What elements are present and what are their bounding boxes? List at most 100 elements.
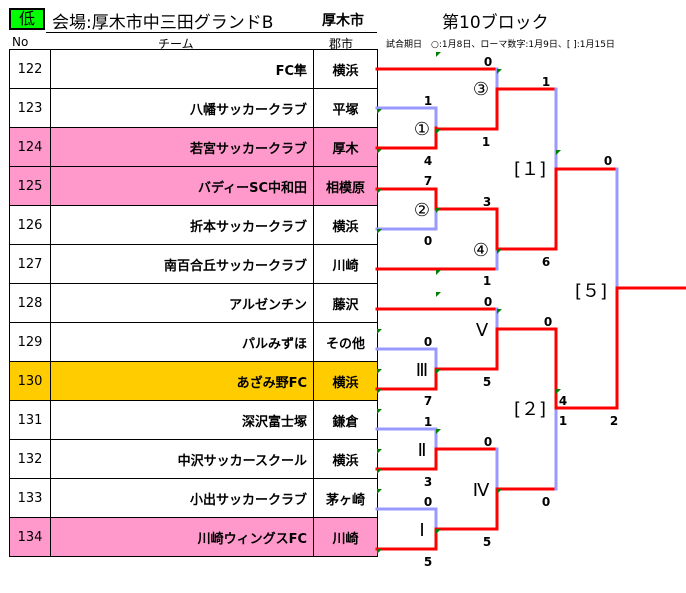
match-label: Ⅲ bbox=[416, 360, 428, 381]
comment-marker-icon bbox=[436, 270, 441, 275]
match-score: 0 bbox=[604, 154, 612, 168]
comment-marker-icon bbox=[377, 489, 382, 494]
match-score: 5 bbox=[483, 535, 491, 549]
match-label: [５] bbox=[575, 281, 607, 302]
comment-marker-icon bbox=[436, 369, 441, 374]
comment-marker-icon bbox=[377, 369, 382, 374]
team-number: 129 bbox=[9, 322, 51, 362]
team-city: 平塚 bbox=[313, 88, 378, 128]
team-name: FC隼 bbox=[50, 49, 314, 89]
match-score: 6 bbox=[542, 255, 550, 269]
match-score: 5 bbox=[483, 375, 491, 389]
match-score: 3 bbox=[424, 475, 432, 489]
team-city: 横浜 bbox=[313, 49, 378, 89]
match-label: Ⅳ bbox=[473, 480, 490, 501]
match-score: 1 bbox=[542, 75, 550, 89]
level-badge: 低 bbox=[9, 8, 45, 30]
match-label: ① bbox=[414, 119, 430, 140]
match-label: Ⅰ bbox=[419, 520, 424, 541]
match-score: 7 bbox=[424, 394, 432, 408]
comment-marker-icon bbox=[436, 529, 441, 534]
match-score: 1 bbox=[424, 94, 432, 108]
match-label: Ⅱ bbox=[418, 440, 427, 461]
comment-marker-icon bbox=[436, 292, 441, 297]
comment-marker-icon bbox=[377, 109, 382, 114]
match-score: 0 bbox=[544, 315, 552, 329]
match-score: 4 bbox=[424, 154, 432, 168]
team-number: 131 bbox=[9, 400, 51, 440]
team-name: あざみ野FC bbox=[50, 361, 314, 401]
col-header-city: 郡市 bbox=[329, 37, 354, 51]
team-city: 横浜 bbox=[313, 205, 378, 245]
team-city: 鎌倉 bbox=[313, 400, 378, 440]
comment-marker-icon bbox=[497, 249, 502, 254]
team-city: 川崎 bbox=[313, 517, 378, 557]
col-header-team: チーム bbox=[158, 37, 194, 51]
team-city: 藤沢 bbox=[313, 283, 378, 323]
comment-marker-icon bbox=[556, 389, 561, 394]
team-number: 132 bbox=[9, 439, 51, 479]
team-city: 厚木 bbox=[313, 127, 378, 167]
comment-marker-icon bbox=[377, 549, 382, 554]
team-name: 川崎ウィングスFC bbox=[50, 517, 314, 557]
comment-marker-icon bbox=[377, 149, 382, 154]
team-number: 122 bbox=[9, 49, 51, 89]
comment-marker-icon bbox=[436, 129, 441, 134]
team-city: 川崎 bbox=[313, 244, 378, 284]
match-score: 0 bbox=[484, 435, 492, 449]
comment-marker-icon bbox=[377, 389, 382, 394]
match-score: 0 bbox=[542, 495, 550, 509]
comment-marker-icon bbox=[497, 69, 502, 74]
venue-city: 厚木市 bbox=[322, 13, 364, 29]
match-score: 0 bbox=[424, 495, 432, 509]
team-number: 127 bbox=[9, 244, 51, 284]
team-name: 小出サッカークラブ bbox=[50, 478, 314, 518]
team-number: 126 bbox=[9, 205, 51, 245]
team-number: 128 bbox=[9, 283, 51, 323]
match-score: 1 bbox=[559, 414, 567, 428]
team-name: 中沢サッカースクール bbox=[50, 439, 314, 479]
comment-marker-icon bbox=[377, 449, 382, 454]
match-score: 2 bbox=[610, 414, 618, 428]
team-number: 123 bbox=[9, 88, 51, 128]
team-number: 130 bbox=[9, 361, 51, 401]
team-number: 124 bbox=[9, 127, 51, 167]
match-score: 1 bbox=[424, 415, 432, 429]
match-score: 1 bbox=[482, 135, 490, 149]
match-label: [２] bbox=[514, 399, 546, 420]
venue-title: 会場:厚木市中三田グランドB bbox=[52, 13, 274, 33]
team-name: 若宮サッカークラブ bbox=[50, 127, 314, 167]
match-score: 4 bbox=[559, 394, 567, 408]
match-score: 0 bbox=[424, 234, 432, 248]
team-number: 125 bbox=[9, 166, 51, 206]
comment-marker-icon bbox=[377, 229, 382, 234]
team-city: その他 bbox=[313, 322, 378, 362]
match-label: ② bbox=[414, 200, 430, 221]
team-city: 茅ヶ崎 bbox=[313, 478, 378, 518]
match-label: ③ bbox=[473, 79, 489, 100]
col-header-no: No bbox=[12, 35, 29, 49]
match-label: [１] bbox=[514, 159, 546, 180]
match-score: 7 bbox=[424, 174, 432, 188]
match-score: 0 bbox=[484, 55, 492, 69]
match-score: 1 bbox=[483, 274, 491, 288]
match-label: ④ bbox=[473, 240, 489, 261]
comment-marker-icon bbox=[497, 309, 502, 314]
match-score: 5 bbox=[424, 555, 432, 569]
team-name: バディーSC中和田 bbox=[50, 166, 314, 206]
team-name: 深沢富士塚 bbox=[50, 400, 314, 440]
comment-marker-icon bbox=[436, 429, 441, 434]
